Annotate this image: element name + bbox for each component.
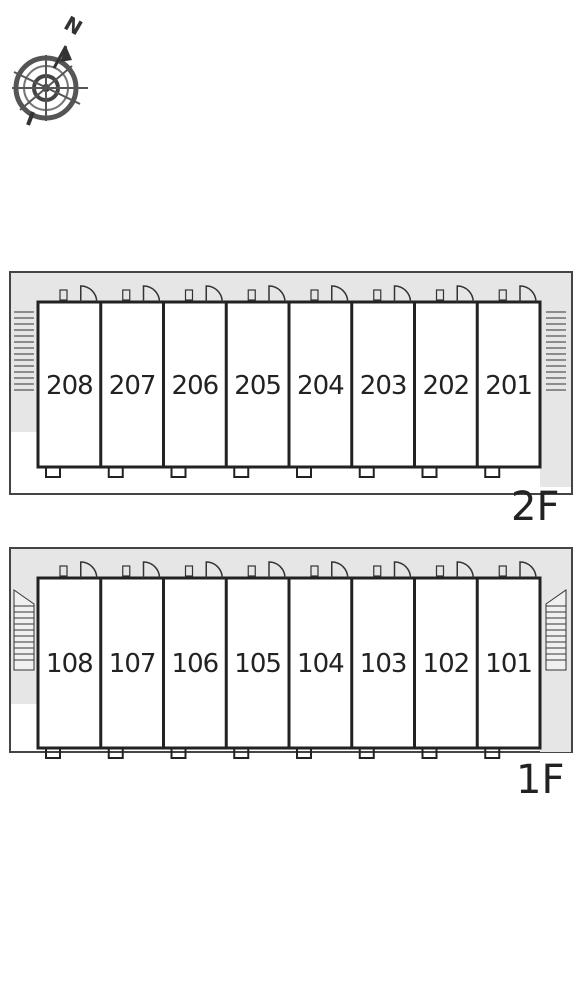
unit-number-label: 106 — [172, 649, 219, 679]
units-1f: 108 107 106 105 104 103 102 101 — [45, 561, 537, 759]
unit-204: 204 — [287, 285, 349, 478]
compass-north-label: N — [60, 11, 87, 40]
unit-106: 106 — [162, 561, 223, 759]
meter-icon — [184, 565, 194, 577]
balcony-tab — [421, 466, 438, 478]
meter-icon — [435, 565, 445, 577]
meter-icon — [373, 565, 382, 577]
door-icon — [80, 285, 98, 303]
meter-icon — [122, 565, 131, 577]
compass-icon: N — [12, 11, 88, 126]
door-icon — [268, 285, 286, 303]
balcony-tab — [107, 747, 124, 759]
unit-number-label: 201 — [485, 371, 532, 401]
door-icon — [519, 285, 537, 303]
meter-icon — [247, 289, 256, 301]
unit-number-label: 202 — [423, 371, 470, 401]
unit-number-label: 101 — [485, 649, 532, 679]
door-icon — [205, 561, 223, 579]
meter-icon — [184, 289, 194, 301]
unit-208: 208 — [45, 285, 98, 478]
floor-1f-plan: 108 107 106 105 104 103 102 101 1F — [9, 547, 573, 803]
unit-102: 102 — [413, 561, 474, 759]
stairs-right-2f — [546, 311, 566, 391]
unit-number-label: 103 — [360, 649, 407, 679]
unit-number-label: 207 — [109, 371, 156, 401]
unit-number-label: 208 — [46, 371, 93, 401]
balcony-tab — [107, 466, 124, 478]
unit-107: 107 — [99, 561, 161, 759]
unit-206: 206 — [162, 285, 223, 478]
balcony-tab — [358, 466, 375, 478]
units-2f: 208 207 206 205 204 203 202 201 — [45, 285, 537, 478]
unit-number-label: 204 — [297, 371, 344, 401]
balcony-tab — [296, 466, 312, 478]
meter-icon — [498, 565, 507, 577]
door-icon — [142, 285, 161, 303]
stairs-right-1f — [545, 589, 567, 671]
balcony-tab — [484, 466, 501, 478]
unit-103: 103 — [350, 561, 412, 759]
balcony-tab — [421, 747, 438, 759]
meter-icon — [122, 289, 131, 301]
unit-202: 202 — [413, 285, 474, 478]
floor-2f-plan: 208 207 206 205 204 203 202 201 2F — [9, 271, 573, 530]
door-icon — [331, 285, 349, 303]
balcony-tab — [358, 747, 375, 759]
unit-108: 108 — [45, 561, 98, 759]
unit-number-label: 102 — [423, 649, 470, 679]
unit-number-label: 206 — [172, 371, 219, 401]
meter-icon — [310, 565, 319, 577]
balcony-tab — [170, 747, 187, 759]
floor-label-2f: 2F — [511, 484, 559, 530]
door-icon — [519, 561, 537, 579]
door-icon — [456, 561, 474, 579]
door-icon — [142, 561, 161, 579]
unit-number-label: 104 — [297, 649, 344, 679]
meter-icon — [310, 289, 319, 301]
unit-203: 203 — [350, 285, 412, 478]
unit-101: 101 — [475, 561, 537, 759]
meter-icon — [373, 289, 382, 301]
door-icon — [268, 561, 286, 579]
door-icon — [393, 285, 412, 303]
balcony-tab — [45, 466, 61, 478]
meter-icon — [59, 289, 68, 301]
door-icon — [331, 561, 349, 579]
unit-201: 201 — [475, 285, 537, 478]
balcony-tab — [170, 466, 187, 478]
balcony-tab — [45, 747, 61, 759]
unit-number-label: 203 — [360, 371, 407, 401]
unit-number-label: 205 — [234, 371, 281, 401]
unit-number-label: 105 — [234, 649, 281, 679]
balcony-tab — [233, 466, 250, 478]
meter-icon — [59, 565, 68, 577]
meter-icon — [247, 565, 256, 577]
unit-105: 105 — [224, 561, 286, 759]
unit-207: 207 — [99, 285, 161, 478]
stairs-left-1f — [13, 589, 35, 671]
unit-205: 205 — [224, 285, 286, 478]
meter-icon — [435, 289, 445, 301]
floor-label-1f: 1F — [516, 757, 564, 803]
balcony-tab — [233, 747, 250, 759]
meter-icon — [498, 289, 507, 301]
door-icon — [80, 561, 98, 579]
stairs-left-2f — [14, 311, 34, 391]
unit-104: 104 — [287, 561, 349, 759]
door-icon — [393, 561, 412, 579]
unit-number-label: 108 — [46, 649, 93, 679]
balcony-tab — [296, 747, 312, 759]
unit-number-label: 107 — [109, 649, 156, 679]
door-icon — [456, 285, 474, 303]
door-icon — [205, 285, 223, 303]
balcony-tab — [484, 747, 501, 759]
